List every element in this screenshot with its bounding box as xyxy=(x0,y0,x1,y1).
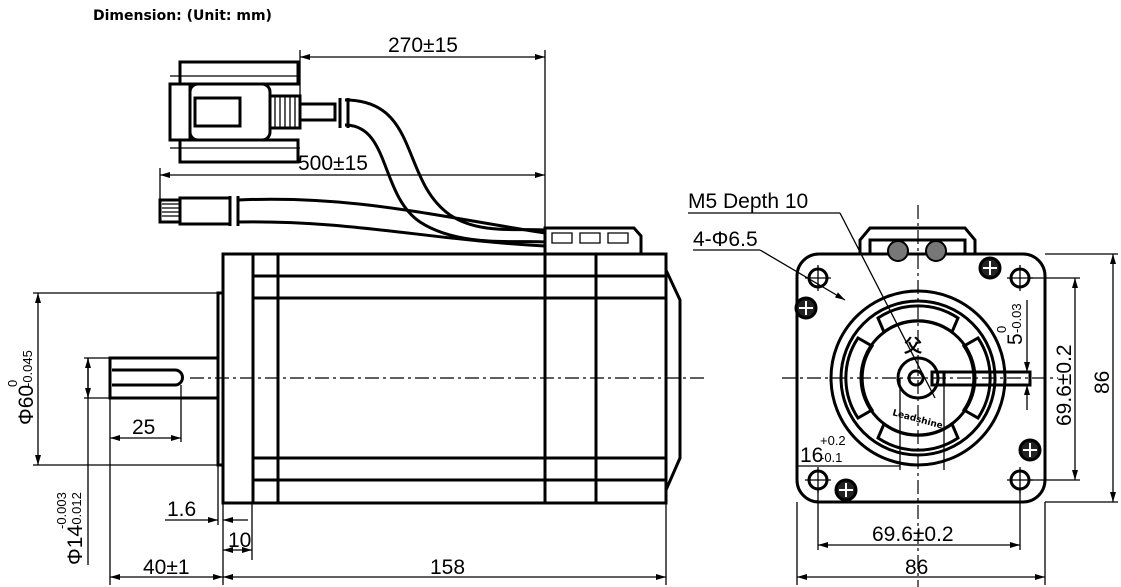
dim-key-height-upper: +0.2 xyxy=(820,433,846,448)
dim-power-cable: 500±15 xyxy=(298,152,368,175)
dim-body-length: 158 xyxy=(430,556,465,579)
dim-shaft-diameter-upper: -0.003 xyxy=(54,492,69,529)
dim-shaft-length: 40±1 xyxy=(143,556,190,579)
front-connector xyxy=(858,226,977,254)
dim-key-height-lower: -0.1 xyxy=(820,450,842,465)
dim-flange-thickness: 10 xyxy=(228,529,251,552)
screws xyxy=(794,256,1042,502)
dim-key-width-lower: -0.03 xyxy=(1009,303,1024,333)
dim-frame-height: 86 xyxy=(1091,371,1114,394)
dim-pilot-height: 1.6 xyxy=(167,498,196,521)
dim-flange-pilot-lower: -0.045 xyxy=(20,350,35,387)
dim-key-height-base: 16 xyxy=(800,444,823,467)
dim-encoder-cable: 270±15 xyxy=(388,34,458,57)
dim-shaft-diameter-lower: -0.012 xyxy=(69,492,84,529)
dim-shaft-diameter: Φ14 -0.003 -0.012 xyxy=(54,492,87,565)
dim-key-width: 5 0 -0.03 xyxy=(994,303,1027,345)
dim-flange-pilot: Φ60 0 -0.045 xyxy=(5,350,38,425)
dim-flange-pilot-upper: 0 xyxy=(5,380,20,387)
dim-key-length: 25 xyxy=(132,416,155,439)
dim-shaft-diameter-base: Φ14 xyxy=(64,525,87,565)
logo-mark-icon: ⽗ xyxy=(904,336,923,357)
motor-body xyxy=(216,252,682,505)
dim-hole-pitch-horizontal: 69.6±0.2 xyxy=(872,523,954,546)
front-view: Leadshine ⽗ M5 Depth 10 xyxy=(688,190,1118,587)
dim-flange-pilot-base: Φ60 xyxy=(15,385,38,425)
drawing-title: Dimension: (Unit: mm) xyxy=(93,8,272,24)
shaft xyxy=(108,356,218,400)
encoder-cable xyxy=(344,98,546,232)
encoder-connector xyxy=(168,60,337,164)
power-cable xyxy=(158,196,546,248)
motor-connector xyxy=(543,226,643,254)
dim-frame-width: 86 xyxy=(905,556,928,579)
label-tapped-hole: M5 Depth 10 xyxy=(688,190,808,213)
dim-key-height: 16 +0.2 -0.1 xyxy=(800,433,846,467)
side-view: 270±15 500±15 Φ60 0 -0.045 Φ14 -0.003 -0… xyxy=(5,34,705,585)
dim-key-width-base: 5 xyxy=(1004,333,1027,345)
label-mount-holes: 4-Φ6.5 xyxy=(693,228,758,251)
dim-key-width-upper: 0 xyxy=(994,326,1009,333)
dim-hole-pitch-vertical: 69.6±0.2 xyxy=(1053,344,1076,426)
